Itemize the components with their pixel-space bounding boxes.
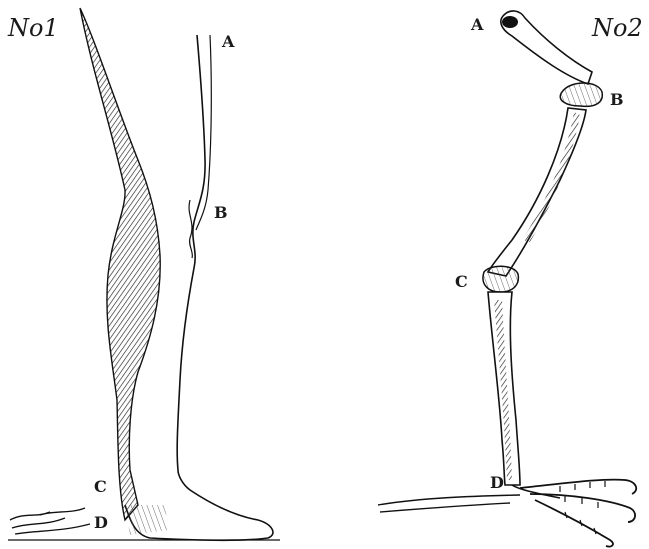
figure-2-label-d: D <box>490 473 504 492</box>
human-leg-shaded-calf <box>80 8 160 520</box>
figure-1-label-d: D <box>94 513 108 532</box>
human-leg-front-outline <box>177 35 205 470</box>
bird-ankle-joint <box>483 266 518 292</box>
bird-knee-joint <box>560 83 602 106</box>
human-knee-mark <box>189 200 192 258</box>
bird-femur-head <box>502 16 518 28</box>
figure-2-label-c: C <box>455 272 468 291</box>
figure-2-number: No2 <box>591 14 643 42</box>
bird-ground <box>378 495 520 512</box>
bird-toe-scales <box>560 481 605 534</box>
figure-1-human-leg <box>8 8 280 540</box>
figure-2-label-a: A <box>470 15 484 34</box>
figure-2-bird-leg <box>378 11 636 547</box>
human-heel-shade <box>125 505 168 535</box>
bird-front-toes <box>520 480 636 547</box>
figure-2-label-b: B <box>610 90 624 109</box>
figure-1-label-b: B <box>214 203 228 222</box>
figure-1-label-a: A <box>221 32 235 51</box>
figure-1-label-c: C <box>94 477 107 496</box>
figure-1-number: No1 <box>7 14 59 42</box>
